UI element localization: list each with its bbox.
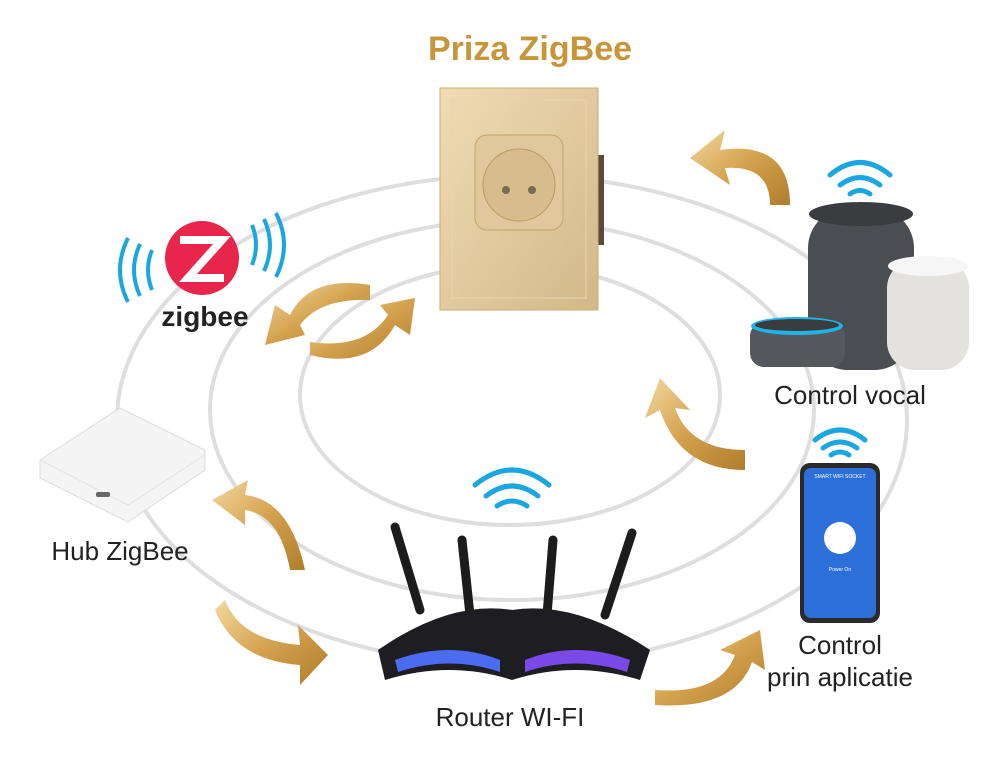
zigbee-hub-image [39,407,206,523]
arrow-phone-to-socket [645,378,745,470]
label-router-wifi: Router WI-FI [435,702,585,732]
label-control-app-1: Control [798,630,882,660]
arrow-hub-to-router [215,600,328,685]
flow-arrows [212,130,790,706]
phone-app-image [800,463,880,623]
page-title: Priza ZigBee [427,30,633,68]
arrow-router-to-phone [655,630,765,706]
zigbee-logo-text: zigbee [161,301,249,332]
label-control-vocal: Control vocal [774,380,926,410]
phone-status-text: Power On [828,567,852,573]
zigbee-logo [118,212,286,303]
wifi-icons [472,160,893,509]
arrow-speaker-to-socket [690,130,790,205]
wifi-router-image [378,522,650,680]
label-control-app-2: prin aplicatie [767,662,913,692]
wifi-icon-router [472,467,552,509]
arrow-zigbee-socket-1 [265,283,370,345]
wifi-icon-phone [812,427,868,458]
zigbee-socket-image [439,87,604,311]
arrow-router-to-hub [212,480,305,570]
phone-header-text: SMART WIFI SOCKET [814,474,866,480]
smart-speakers-image [750,202,969,370]
label-hub-zigbee: Hub ZigBee [51,536,189,566]
wifi-icon-speaker [827,160,893,197]
arrow-zigbee-socket-2 [310,298,415,359]
